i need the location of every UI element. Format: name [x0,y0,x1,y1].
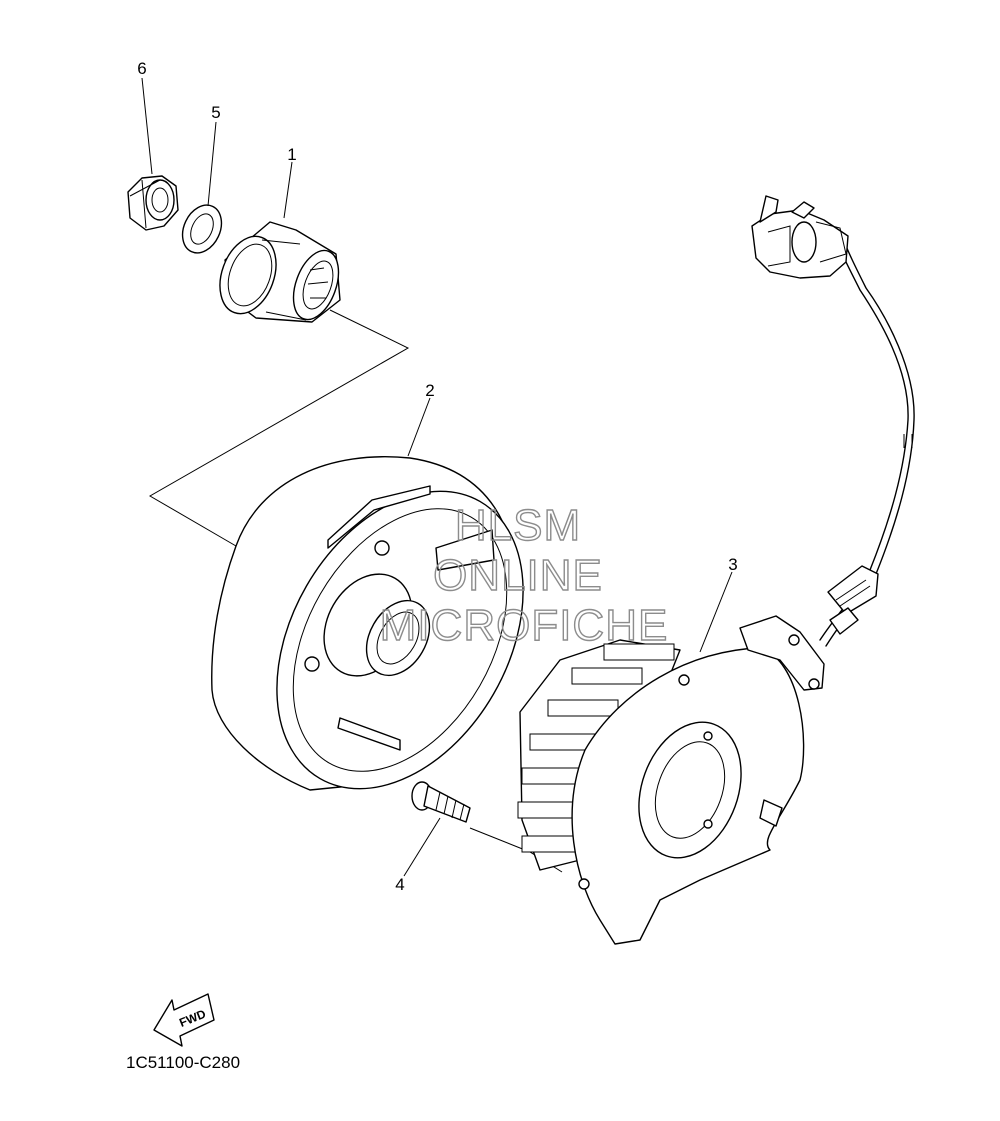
watermark-line-1: HLSM [455,501,581,550]
part-5-washer [181,204,223,254]
callout-2: 2 [425,381,434,400]
watermark: HLSM ONLINE MICROFICHE [379,500,669,650]
wire-harness [751,195,915,647]
part-6-nut [127,175,179,231]
part-3-stator [517,615,825,945]
leader-lines [141,77,733,877]
part-code: 1C51100-C280 [126,1053,240,1072]
part-1-boss [219,221,341,323]
part-4-bolt [411,781,471,823]
callout-1: 1 [287,145,296,164]
fwd-arrow-icon: FWD [153,993,215,1047]
watermark-line-3: MICROFICHE [380,601,669,650]
callout-5: 5 [211,103,220,122]
part-2-rotor [211,456,524,791]
callout-4: 4 [395,875,404,894]
callout-3: 3 [728,555,737,574]
callout-6: 6 [137,59,146,78]
watermark-line-2: ONLINE [433,551,603,600]
